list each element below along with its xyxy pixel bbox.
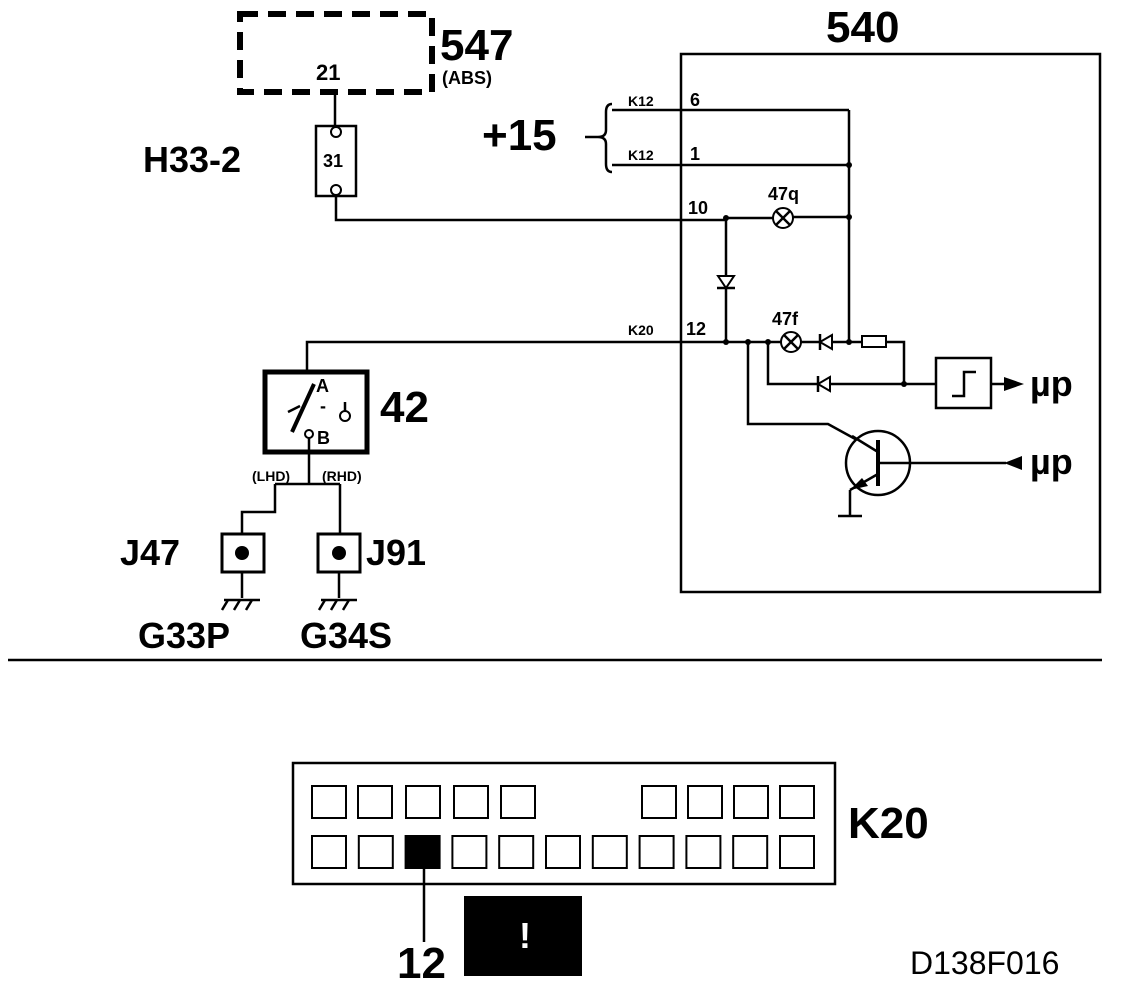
h33-pin-label: 31 (323, 151, 343, 171)
k20-slot (732, 835, 769, 869)
k12-1-label: K12 (628, 147, 654, 163)
module-547-label: 547 (440, 21, 513, 70)
k20-slot (405, 785, 441, 819)
module-540-label: 540 (826, 3, 899, 52)
wire-lhd-j47 (240, 484, 277, 534)
pin-12-label: 12 (686, 319, 706, 339)
lamp-47f-label: 47f (772, 309, 799, 329)
module-540-box (679, 52, 1102, 594)
ground-j47-hatch (244, 599, 254, 611)
k12-6-pin: 6 (690, 90, 700, 110)
module-547-sub-label: (ABS) (442, 68, 492, 88)
k20-slot (545, 835, 581, 869)
junction-dot (901, 381, 907, 387)
diode-horizontal-icon (818, 333, 833, 351)
step-icon (952, 370, 976, 398)
k20-pin-label: 12 (397, 939, 446, 988)
k20-connector-label: K20 (848, 799, 929, 848)
g34s-label: G34S (300, 615, 392, 656)
k20-slot (311, 835, 347, 869)
k20-slot (733, 785, 769, 819)
switch-ground-icon (339, 410, 351, 422)
k20-slot (687, 785, 723, 819)
lhd-label: (LHD) (252, 468, 290, 484)
supply-brace (585, 102, 613, 174)
k20-small-label: K20 (628, 322, 654, 338)
k20-slot (779, 835, 815, 869)
switch-b-terminal (304, 429, 314, 439)
j91-label: J91 (366, 532, 426, 573)
mu-p-output-label: µp (1030, 363, 1073, 404)
k20-slot (453, 785, 489, 819)
ground-j91-hatch (341, 599, 351, 611)
rhd-label: (RHD) (322, 468, 362, 484)
junction-dot (723, 339, 729, 345)
arrow-right-icon (1004, 377, 1024, 391)
figure-code: D138F016 (910, 945, 1059, 981)
junction-dot (846, 162, 852, 168)
switch-minus: - (320, 396, 326, 416)
transistor-emitter-arrow (850, 478, 868, 490)
k20-bottom-row (311, 835, 815, 869)
pin-10-label: 10 (688, 198, 708, 218)
j47-dot (235, 546, 249, 560)
lamp-47q-cross (775, 210, 791, 226)
switch-a-label: A (316, 376, 329, 396)
wire-base (746, 342, 869, 448)
h33-bottom-terminal (330, 184, 342, 196)
switch-hinge (287, 404, 301, 414)
k20-slot (685, 835, 722, 869)
k20-slot-highlighted (404, 835, 441, 869)
warning-glyph: ! (519, 915, 531, 956)
arrow-left-icon (1004, 456, 1022, 470)
g33p-label: G33P (138, 615, 230, 656)
k20-slot (357, 785, 393, 819)
lamp-47q-label: 47q (768, 184, 799, 204)
k20-slot (779, 785, 815, 819)
switch-b-label: B (317, 428, 330, 448)
switch-lever (290, 383, 316, 433)
wire-lower-loop (766, 342, 936, 386)
k20-slot (500, 785, 536, 819)
module-547-pin-label: 21 (316, 60, 340, 85)
wire-switch-pin12 (305, 340, 768, 378)
ground-j91-hatch (329, 599, 339, 611)
h33-label: H33-2 (143, 139, 241, 180)
k20-slot (638, 835, 675, 869)
k12-6-label: K12 (628, 93, 654, 109)
k20-slot (591, 835, 628, 869)
k20-slot (357, 835, 394, 869)
wire-resistor-loop (886, 340, 906, 384)
j47-label: J47 (120, 532, 180, 573)
k20-top-row (311, 785, 815, 819)
h33-top-terminal (330, 126, 342, 138)
diode-lower-icon (816, 375, 831, 393)
k20-slot (451, 835, 488, 869)
k12-1-pin: 1 (690, 144, 700, 164)
lamp-47f-cross (783, 334, 799, 350)
diode-vertical-icon (716, 275, 736, 290)
ground-j91-hatch (317, 599, 327, 611)
wire-h33-pin10 (334, 196, 726, 222)
mu-p-input-label: µp (1030, 441, 1073, 482)
transistor-collector (851, 434, 879, 454)
switch-42-label: 42 (380, 383, 429, 432)
k20-slot (311, 785, 347, 819)
supply-label: +15 (482, 111, 557, 160)
resistor-icon (861, 335, 887, 348)
ground-j47-hatch (232, 599, 242, 611)
warning-box (464, 896, 582, 976)
j91-dot (332, 546, 346, 560)
switch-42-box (262, 369, 370, 455)
k20-slot (641, 785, 677, 819)
k20-slot (498, 835, 535, 869)
ground-j47-hatch (220, 599, 230, 611)
